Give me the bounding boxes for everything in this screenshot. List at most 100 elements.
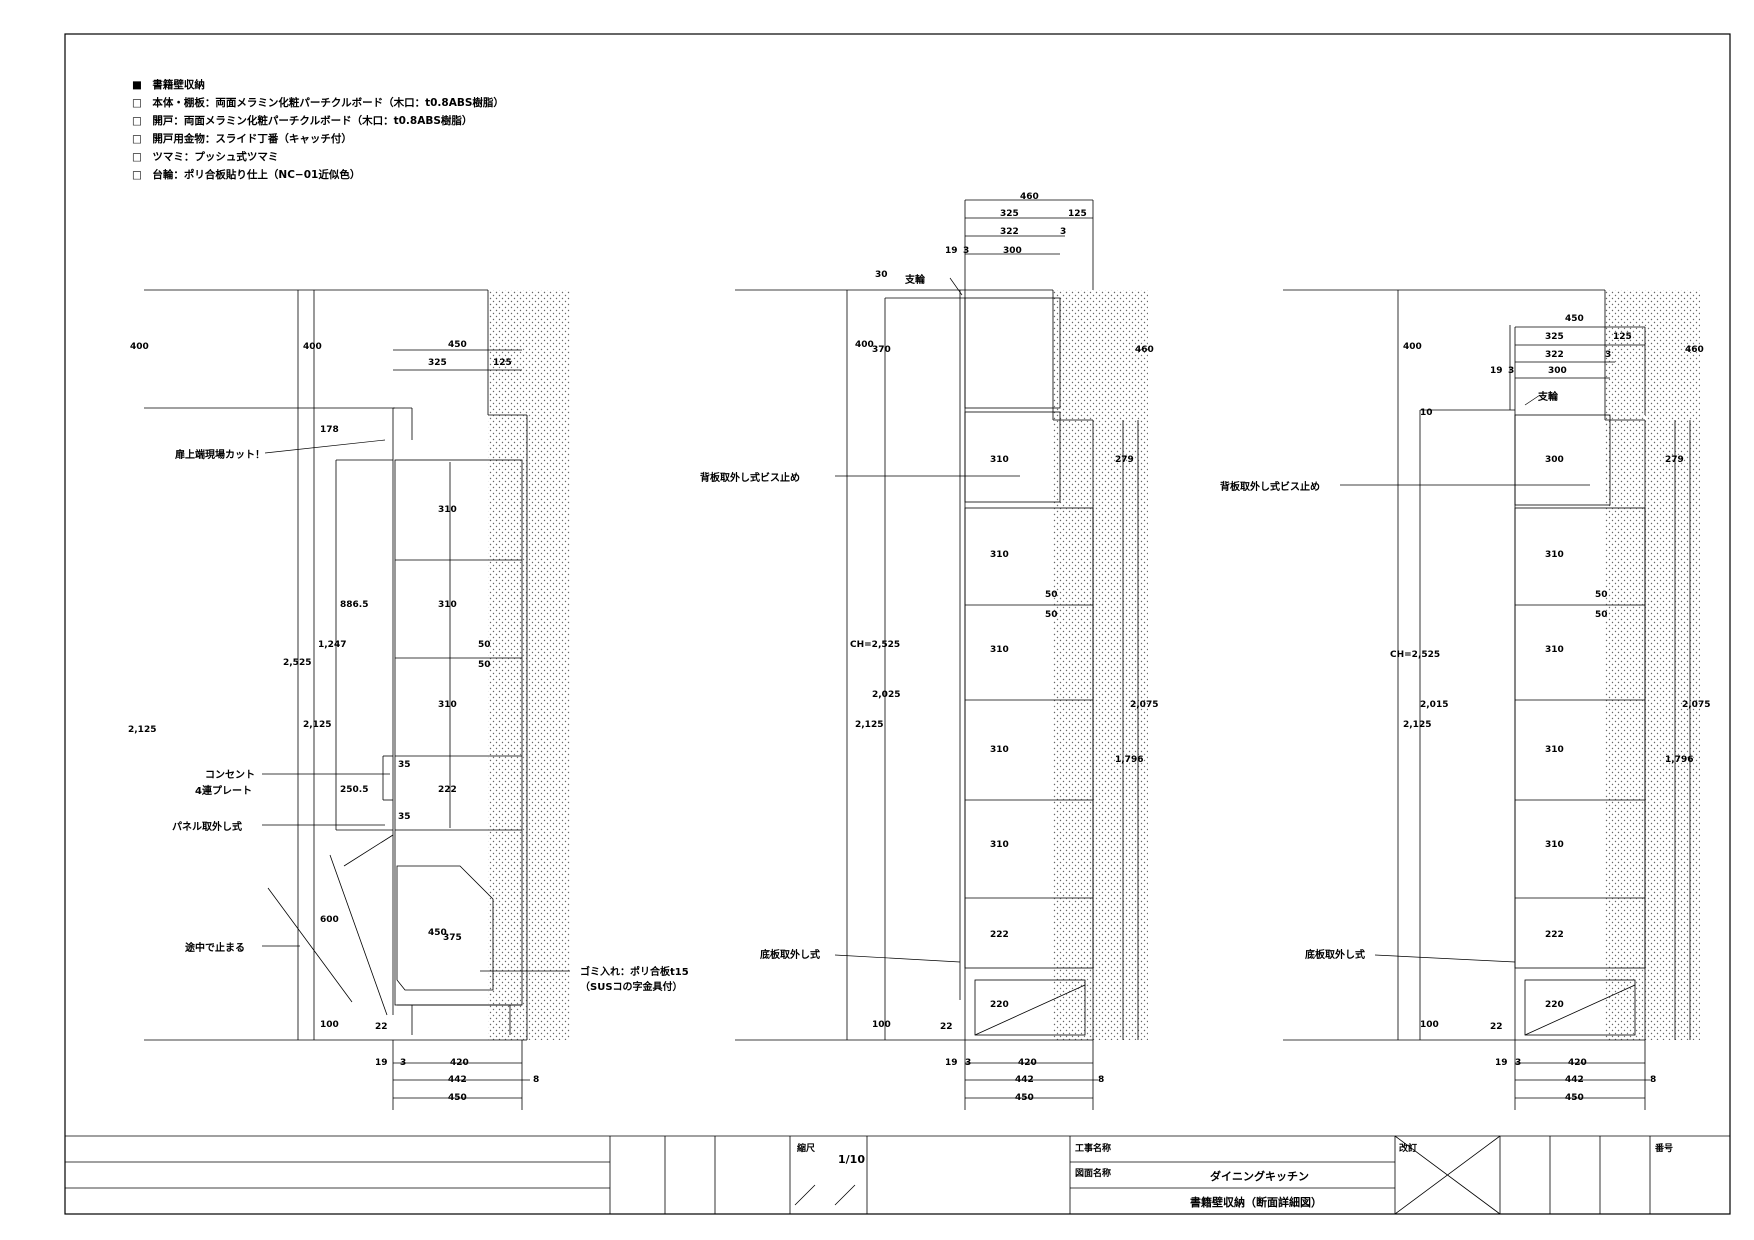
dim-label: 222 <box>1545 930 1564 940</box>
dim-label: 310 <box>438 700 457 710</box>
dim-label: 22 <box>940 1022 953 1032</box>
dim-label: 400 <box>303 342 322 352</box>
spec-note-hinge: □ 開戸用金物：スライド丁番（キャッチ付） <box>132 133 352 145</box>
callout-door-top-cut: 扉上端現場カット！ <box>175 450 265 461</box>
dim-label: 125 <box>1068 209 1087 219</box>
project-label: 工事名称 <box>1075 1144 1112 1154</box>
dim-label: 50 <box>1045 590 1058 600</box>
dim-label: 2,075 <box>1682 700 1711 710</box>
dim-label: 442 <box>448 1075 467 1085</box>
wall-hatch <box>488 290 570 1040</box>
dim-label: 325 <box>1000 209 1019 219</box>
dim-label: 19 <box>1490 366 1503 376</box>
section-right <box>1283 289 1700 1110</box>
spec-notes: ■ 書籍壁収納 □ 本体・棚板：両面メラミン化粧パーチクルボード（木口：t0.8… <box>132 76 504 184</box>
dim-label: 125 <box>493 358 512 368</box>
callout-bottom-panel: 底板取外し式 <box>760 950 820 961</box>
dim-label: 310 <box>990 840 1009 850</box>
dim-label: 2,015 <box>1420 700 1449 710</box>
dim-label: 442 <box>1565 1075 1584 1085</box>
dim-label: 1,796 <box>1115 755 1144 765</box>
dim-label: 279 <box>1665 455 1684 465</box>
dim-label: 450 <box>1565 314 1584 324</box>
dim-label: 3 <box>1515 1058 1522 1068</box>
dim-label: 279 <box>1115 455 1134 465</box>
dim-label: 50 <box>1045 610 1058 620</box>
dim-label: 1,247 <box>318 640 347 650</box>
dim-label: 2,125 <box>855 720 884 730</box>
dim-label: 420 <box>450 1058 469 1068</box>
section-left <box>144 289 570 1110</box>
dim-label: 100 <box>320 1020 339 1030</box>
dim-label: 442 <box>1015 1075 1034 1085</box>
dim-label: 50 <box>1595 610 1608 620</box>
dim-label: 450 <box>428 928 447 938</box>
dim-label: 600 <box>320 915 339 925</box>
dim-label: 420 <box>1568 1058 1587 1068</box>
spec-note-body: □ 本体・棚板：両面メラミン化粧パーチクルボード（木口：t0.8ABS樹脂） <box>132 97 504 109</box>
leader-lines <box>262 277 1590 972</box>
scale-label: 縮尺 <box>797 1144 816 1154</box>
dim-label: 19 <box>945 1058 958 1068</box>
dim-label: 35 <box>398 812 411 822</box>
dim-label: 460 <box>1020 192 1039 202</box>
dim-label: 1,796 <box>1665 755 1694 765</box>
dim-label: 400 <box>130 342 149 352</box>
scale-value: 1/10 <box>838 1153 865 1166</box>
dim-label: 300 <box>1003 246 1022 256</box>
dim-label: 10 <box>1420 408 1433 418</box>
dim-label: 450 <box>1015 1093 1034 1103</box>
dim-label: 3 <box>1508 366 1515 376</box>
room-name: ダイニングキッチン <box>1210 1170 1309 1183</box>
drawing-label: 図面名称 <box>1075 1169 1112 1179</box>
dim-label: 30 <box>875 270 888 280</box>
dim-label: 300 <box>1548 366 1567 376</box>
dim-label: 886.5 <box>340 600 369 610</box>
callout-panel: パネル取外し式 <box>172 822 242 833</box>
dim-label: 2,125 <box>128 725 157 735</box>
callout-trash-sub: （SUSコの字金具付） <box>580 982 683 993</box>
callout-outlet: コンセント <box>205 770 255 781</box>
dim-label: 310 <box>990 645 1009 655</box>
spec-note-title: ■ 書籍壁収納 <box>132 79 205 91</box>
dim-label: 310 <box>990 550 1009 560</box>
dim-label: 310 <box>1545 550 1564 560</box>
dim-label: 310 <box>438 600 457 610</box>
dim-label: CH=2,525 <box>850 640 901 650</box>
dim-label: 310 <box>1545 645 1564 655</box>
dim-label: 460 <box>1135 345 1154 355</box>
dim-label: 2,075 <box>1130 700 1159 710</box>
dim-label: 100 <box>1420 1020 1439 1030</box>
callout-back-panel: 背板取外し式ビス止め <box>700 473 800 484</box>
dim-label: 250.5 <box>340 785 369 795</box>
dim-label: 8 <box>1098 1075 1105 1085</box>
dim-label: 178 <box>320 425 339 435</box>
dim-label: 310 <box>1545 840 1564 850</box>
title-block <box>65 1135 1730 1215</box>
dim-label: 300 <box>1545 455 1564 465</box>
dim-label: 19 <box>945 246 958 256</box>
spec-note-door: □ 開戸：両面メラミン化粧パーチクルボード（木口：t0.8ABS樹脂） <box>132 115 473 127</box>
callout-outlet-plate: 4連プレート <box>195 786 252 797</box>
dim-label: 3 <box>1060 227 1067 237</box>
callout-back-panel-right: 背板取外し式ビス止め <box>1220 482 1320 493</box>
drawing-title: 書籍壁収納（断面詳細図） <box>1190 1196 1322 1209</box>
dim-label: 125 <box>1613 332 1632 342</box>
dim-label: 22 <box>375 1022 388 1032</box>
dim-label: 100 <box>872 1020 891 1030</box>
dim-label: 2,525 <box>283 658 312 668</box>
callout-stop-midway: 途中で止まる <box>185 943 245 954</box>
spec-note-knob: □ ツマミ：プッシュ式ツマミ <box>132 151 279 163</box>
callout-bottom-panel-right: 底板取外し式 <box>1305 950 1365 961</box>
dim-label: 8 <box>1650 1075 1657 1085</box>
dim-label: 35 <box>398 760 411 770</box>
dim-label: 310 <box>438 505 457 515</box>
dim-label: 450 <box>1565 1093 1584 1103</box>
dim-label: 400 <box>1403 342 1422 352</box>
dim-label: 220 <box>1545 1000 1564 1010</box>
dim-label: 2,125 <box>303 720 332 730</box>
dim-label: 322 <box>1000 227 1019 237</box>
number-label: 番号 <box>1655 1144 1674 1154</box>
dim-label: 3 <box>963 246 970 256</box>
